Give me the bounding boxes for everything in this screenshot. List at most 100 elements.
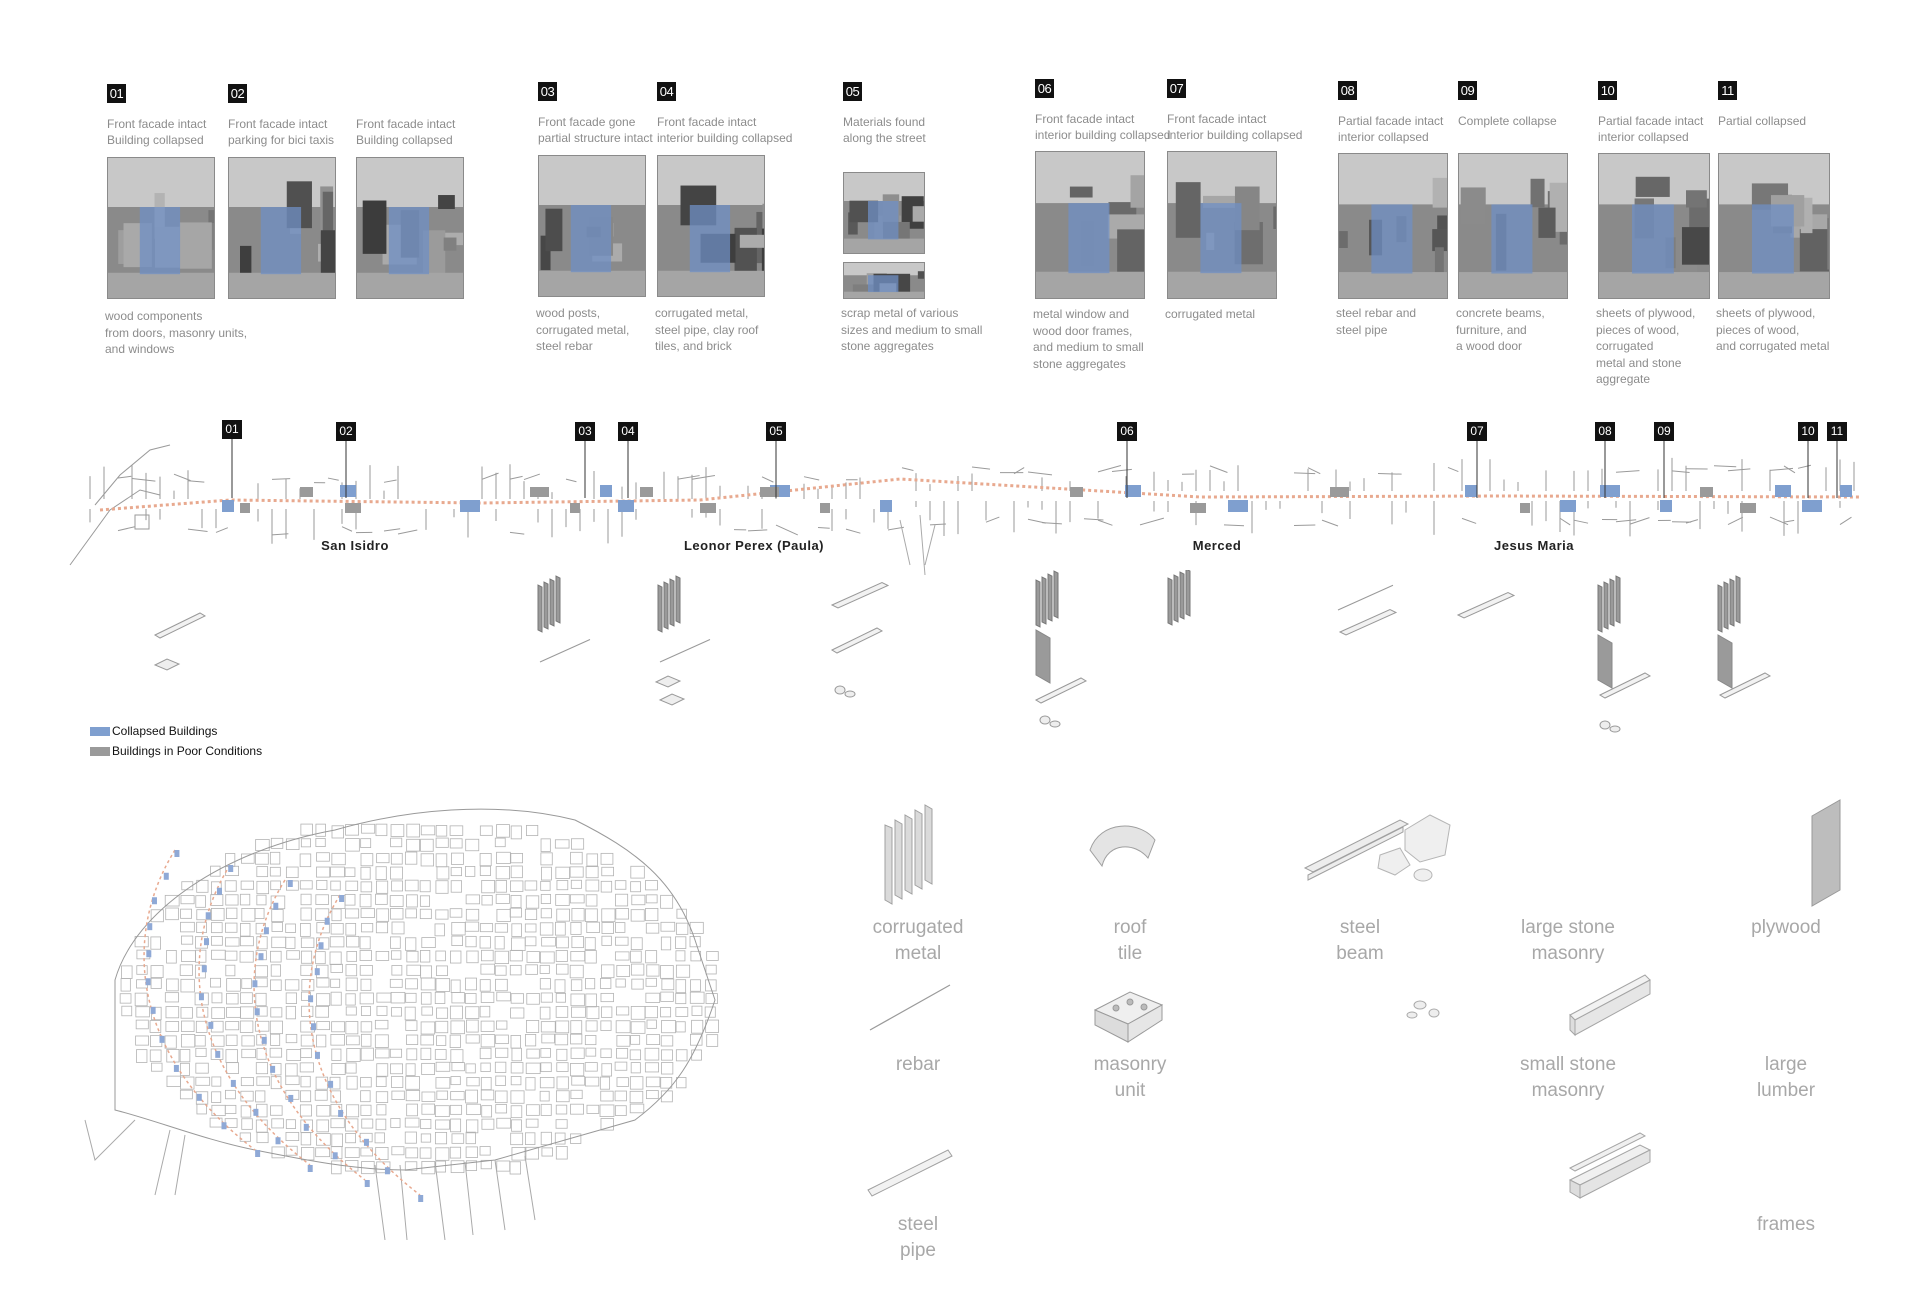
collapsed-building [208, 1021, 214, 1029]
plywood-icon [1597, 634, 1613, 689]
poor-building [530, 487, 549, 497]
collapsed-building [328, 1080, 334, 1088]
poor-building [300, 487, 313, 497]
piers [84, 1119, 536, 1240]
steel-beam-icon [830, 581, 890, 609]
corrugated-metal-icon [657, 575, 681, 633]
collapsed-building [1600, 485, 1620, 497]
site-caption: Complete collapse [1458, 114, 1557, 128]
route-line [99, 477, 1861, 512]
site-photo [1458, 153, 1568, 299]
site-material-icons [153, 570, 1772, 733]
collapsed-building [1840, 485, 1852, 497]
map-marker-badge: 01 [222, 420, 242, 439]
site-photo [538, 155, 646, 297]
collapsed-building [201, 965, 207, 973]
collapsed-building [215, 1050, 221, 1058]
poor-building [1070, 487, 1083, 497]
steel-beam-icon [1456, 591, 1516, 619]
collapsed-building [287, 880, 293, 887]
collapsed-building [254, 1008, 260, 1016]
collapsed-building [252, 980, 258, 988]
legend-swatch-poor [90, 747, 110, 757]
material-catalog-icons [867, 799, 1841, 1199]
collapsed-building [324, 917, 330, 925]
street-label: Leonor Perex (Paula) [683, 538, 825, 553]
collapsed-building [222, 500, 234, 512]
site-photo [1718, 153, 1830, 299]
site-caption: Partial collapsed [1718, 114, 1807, 128]
map-marker-badge: 10 [1798, 422, 1818, 441]
site-materials: sheets of plywood,pieces of wood,corruga… [1596, 306, 1696, 386]
collapsed-building [228, 865, 234, 872]
collapsed-building [216, 887, 222, 895]
rebar-icon [869, 984, 951, 1031]
map-marker-badge: 03 [575, 422, 595, 441]
site-badge: 09 [1458, 81, 1477, 100]
poor-building [240, 503, 250, 513]
collapsed-building [145, 978, 151, 986]
collapsed-building [1660, 500, 1672, 512]
site-badge: 07 [1167, 79, 1186, 98]
plywood-icon [1811, 799, 1841, 907]
poor-building [1740, 503, 1756, 513]
steel-beam-icon [1338, 608, 1398, 636]
city-map [84, 808, 719, 1240]
collapsed-building [460, 500, 480, 512]
site-materials: sheets of plywood,pieces of wood,and cor… [1716, 306, 1830, 353]
site-badge: 06 [1035, 79, 1054, 98]
frames-icon [1718, 672, 1772, 699]
site-photo [1035, 151, 1145, 299]
collapsed-building [1465, 485, 1477, 497]
site-photo [1167, 151, 1277, 299]
map-marker-badge: 11 [1827, 422, 1847, 441]
collapsed-building [196, 1093, 202, 1101]
collapsed-building [173, 1064, 179, 1072]
legend-swatch-collapsed [90, 727, 110, 737]
site-badge: 11 [1718, 81, 1737, 100]
poor-building [700, 503, 716, 513]
poor-building [820, 503, 830, 513]
corrugated-metal-icon [1035, 570, 1059, 628]
small-stone-masonry-icon [834, 685, 856, 698]
collapsed-building [339, 895, 345, 902]
collapsed-building [151, 897, 157, 905]
site-photo [356, 157, 464, 299]
collapsed-building [221, 1122, 227, 1130]
masonry-unit-icon [654, 675, 682, 688]
collapsed-building [203, 938, 209, 946]
collapsed-building [147, 923, 153, 931]
small-stone-masonry-icon [1599, 720, 1621, 733]
frames-label: frames [1756, 1214, 1816, 1235]
poor-building [1700, 487, 1713, 497]
collapsed-building [159, 1035, 165, 1043]
masonry-unit-icon [658, 693, 686, 706]
map-marker-badge: 05 [766, 422, 786, 441]
plywood-icon [1035, 629, 1051, 684]
rebar-icon [539, 639, 591, 663]
frames-icon [830, 627, 884, 654]
rebar-icon [659, 639, 711, 663]
poor-building [1520, 503, 1530, 513]
corrugated-metal-icon [1717, 575, 1741, 633]
collapsed-building [1125, 485, 1141, 497]
site-photo [843, 262, 925, 299]
street-strip-map [69, 439, 1861, 575]
collapsed-building [314, 1051, 320, 1059]
collapsed-building [270, 1065, 276, 1073]
legend-poor: Buildings in Poor Conditions [90, 744, 262, 758]
